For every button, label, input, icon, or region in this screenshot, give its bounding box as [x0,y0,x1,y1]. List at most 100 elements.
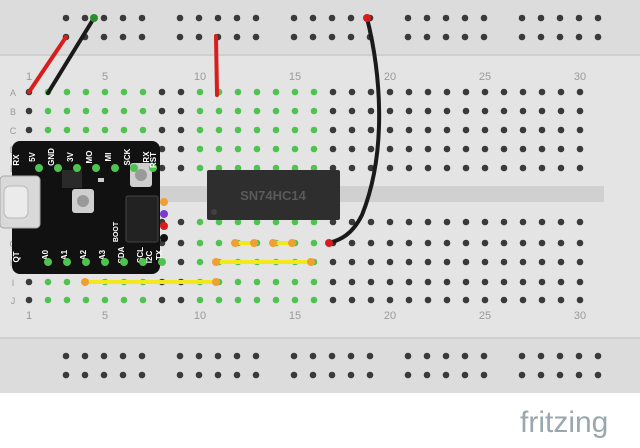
breadboard-hole[interactable] [44,278,52,286]
breadboard-hole[interactable] [82,296,90,304]
breadboard-hole[interactable] [253,88,261,96]
breadboard-hole[interactable] [462,296,470,304]
breadboard-hole[interactable] [538,296,546,304]
breadboard-hole[interactable] [405,107,413,115]
breadboard-hole[interactable] [519,258,527,266]
breadboard-hole[interactable] [291,145,299,153]
breadboard-hole[interactable] [253,145,261,153]
rail-hole[interactable] [328,352,336,360]
breadboard-hole[interactable] [481,239,489,247]
breadboard-hole[interactable] [196,296,204,304]
breadboard-hole[interactable] [519,88,527,96]
breadboard-hole[interactable] [557,164,565,172]
breadboard-hole[interactable] [310,218,318,226]
breadboard-hole[interactable] [348,258,356,266]
breadboard-hole[interactable] [519,164,527,172]
breadboard-hole[interactable] [25,126,33,134]
rail-hole[interactable] [309,33,317,41]
breadboard-hole[interactable] [101,107,109,115]
rail-hole[interactable] [119,352,127,360]
breadboard-hole[interactable] [481,88,489,96]
rail-hole[interactable] [442,371,450,379]
breadboard-hole[interactable] [386,218,394,226]
breadboard-hole[interactable] [310,164,318,172]
breadboard-hole[interactable] [576,88,584,96]
breadboard-hole[interactable] [576,239,584,247]
breadboard-hole[interactable] [234,218,242,226]
breadboard-hole[interactable] [500,239,508,247]
breadboard-hole[interactable] [538,258,546,266]
rail-hole[interactable] [138,371,146,379]
rail-hole[interactable] [461,14,469,22]
rail-hole[interactable] [328,33,336,41]
breadboard-hole[interactable] [462,126,470,134]
breadboard-hole[interactable] [424,164,432,172]
breadboard-hole[interactable] [253,164,261,172]
rail-hole[interactable] [537,352,545,360]
breadboard-hole[interactable] [367,218,375,226]
breadboard-hole[interactable] [310,126,318,134]
breadboard-hole[interactable] [139,88,147,96]
breadboard-hole[interactable] [348,126,356,134]
breadboard-hole[interactable] [348,88,356,96]
breadboard-hole[interactable] [386,296,394,304]
breadboard-hole[interactable] [519,126,527,134]
breadboard-hole[interactable] [424,296,432,304]
breadboard-hole[interactable] [443,126,451,134]
rail-hole[interactable] [594,14,602,22]
rail-hole[interactable] [81,14,89,22]
rail-hole[interactable] [537,33,545,41]
breadboard-hole[interactable] [348,107,356,115]
breadboard-hole[interactable] [405,296,413,304]
breadboard-hole[interactable] [101,88,109,96]
breadboard-hole[interactable] [576,145,584,153]
breadboard-hole[interactable] [310,278,318,286]
breadboard-hole[interactable] [462,239,470,247]
rail-hole[interactable] [556,352,564,360]
breadboard-hole[interactable] [82,88,90,96]
breadboard-hole[interactable] [215,164,223,172]
breadboard-hole[interactable] [196,218,204,226]
rail-hole[interactable] [347,33,355,41]
rail-hole[interactable] [537,14,545,22]
rail-hole[interactable] [594,352,602,360]
breadboard-hole[interactable] [500,126,508,134]
breadboard-hole[interactable] [367,145,375,153]
breadboard-hole[interactable] [272,145,280,153]
red-wire-center[interactable] [214,34,219,97]
breadboard-hole[interactable] [253,218,261,226]
breadboard-hole[interactable] [158,296,166,304]
breadboard-hole[interactable] [519,218,527,226]
rail-hole[interactable] [62,14,70,22]
breadboard-hole[interactable] [481,218,489,226]
breadboard-hole[interactable] [329,107,337,115]
breadboard-hole[interactable] [443,278,451,286]
breadboard-hole[interactable] [519,278,527,286]
breadboard-hole[interactable] [500,107,508,115]
rail-hole[interactable] [537,371,545,379]
breadboard-hole[interactable] [253,126,261,134]
breadboard-hole[interactable] [500,145,508,153]
rail-hole[interactable] [214,14,222,22]
breadboard-hole[interactable] [253,107,261,115]
breadboard-hole[interactable] [405,88,413,96]
breadboard-hole[interactable] [348,278,356,286]
breadboard-hole[interactable] [44,107,52,115]
breadboard-hole[interactable] [481,126,489,134]
breadboard-hole[interactable] [367,278,375,286]
rail-hole[interactable] [290,33,298,41]
rail-hole[interactable] [575,352,583,360]
breadboard-hole[interactable] [196,164,204,172]
rail-hole[interactable] [480,14,488,22]
breadboard-hole[interactable] [158,88,166,96]
rail-hole[interactable] [518,371,526,379]
breadboard-hole[interactable] [310,107,318,115]
rail-hole[interactable] [214,352,222,360]
breadboard-hole[interactable] [291,88,299,96]
rail-hole[interactable] [442,33,450,41]
breadboard-hole[interactable] [196,126,204,134]
breadboard-hole[interactable] [405,258,413,266]
breadboard-hole[interactable] [215,145,223,153]
breadboard-hole[interactable] [576,296,584,304]
rail-hole[interactable] [290,14,298,22]
